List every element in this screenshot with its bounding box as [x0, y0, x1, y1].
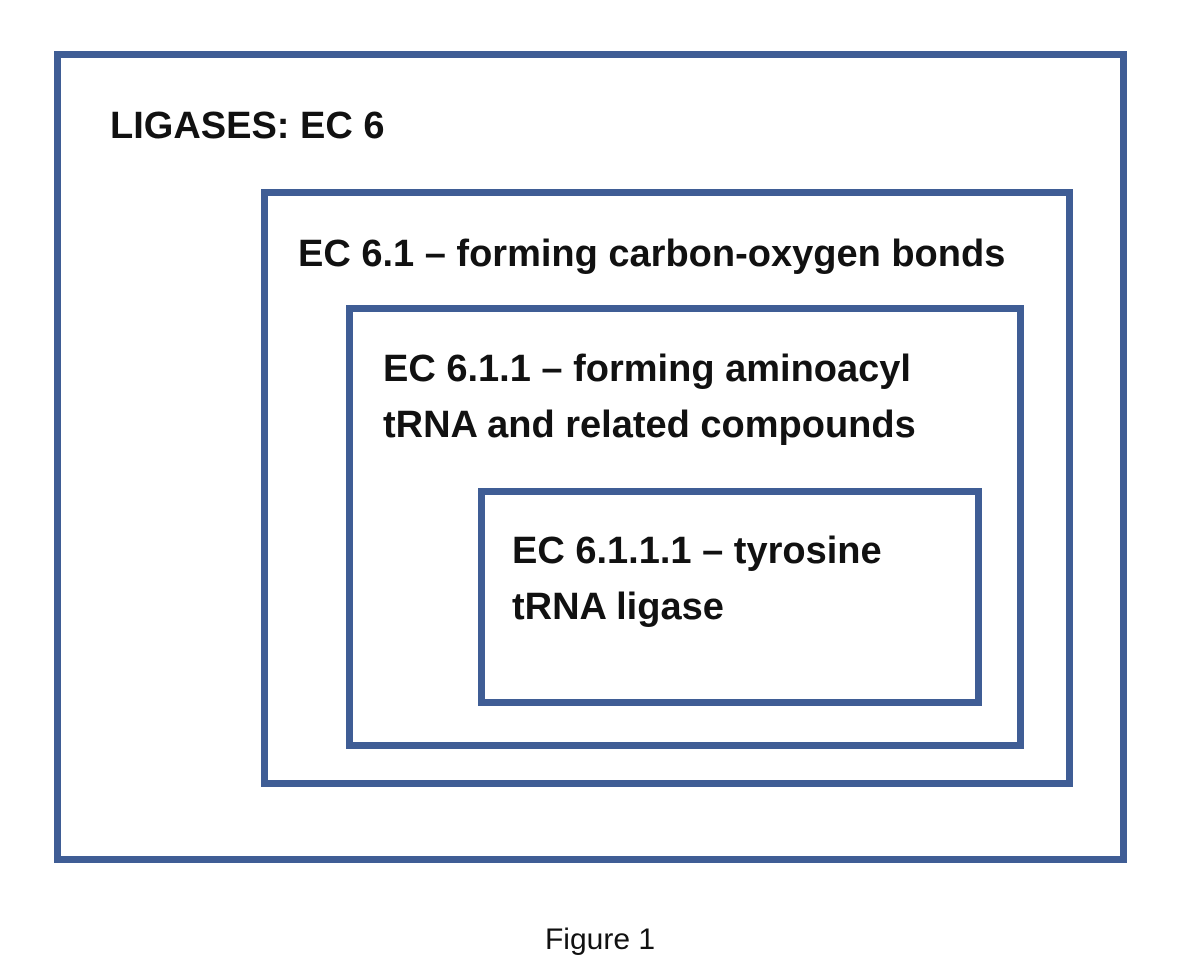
ec6-1-label: EC 6.1 – forming carbon-oxygen bonds	[298, 233, 1006, 275]
figure-caption: Figure 1	[544, 923, 656, 956]
ligases-ec6-label: LIGASES: EC 6	[110, 105, 385, 147]
ec6-1-1-1-label: EC 6.1.1.1 – tyrosine tRNA ligase	[512, 530, 882, 628]
ec6-1-1-1-box	[478, 488, 982, 706]
ec6-1-1-label: EC 6.1.1 – forming aminoacyl tRNA and re…	[383, 348, 916, 446]
